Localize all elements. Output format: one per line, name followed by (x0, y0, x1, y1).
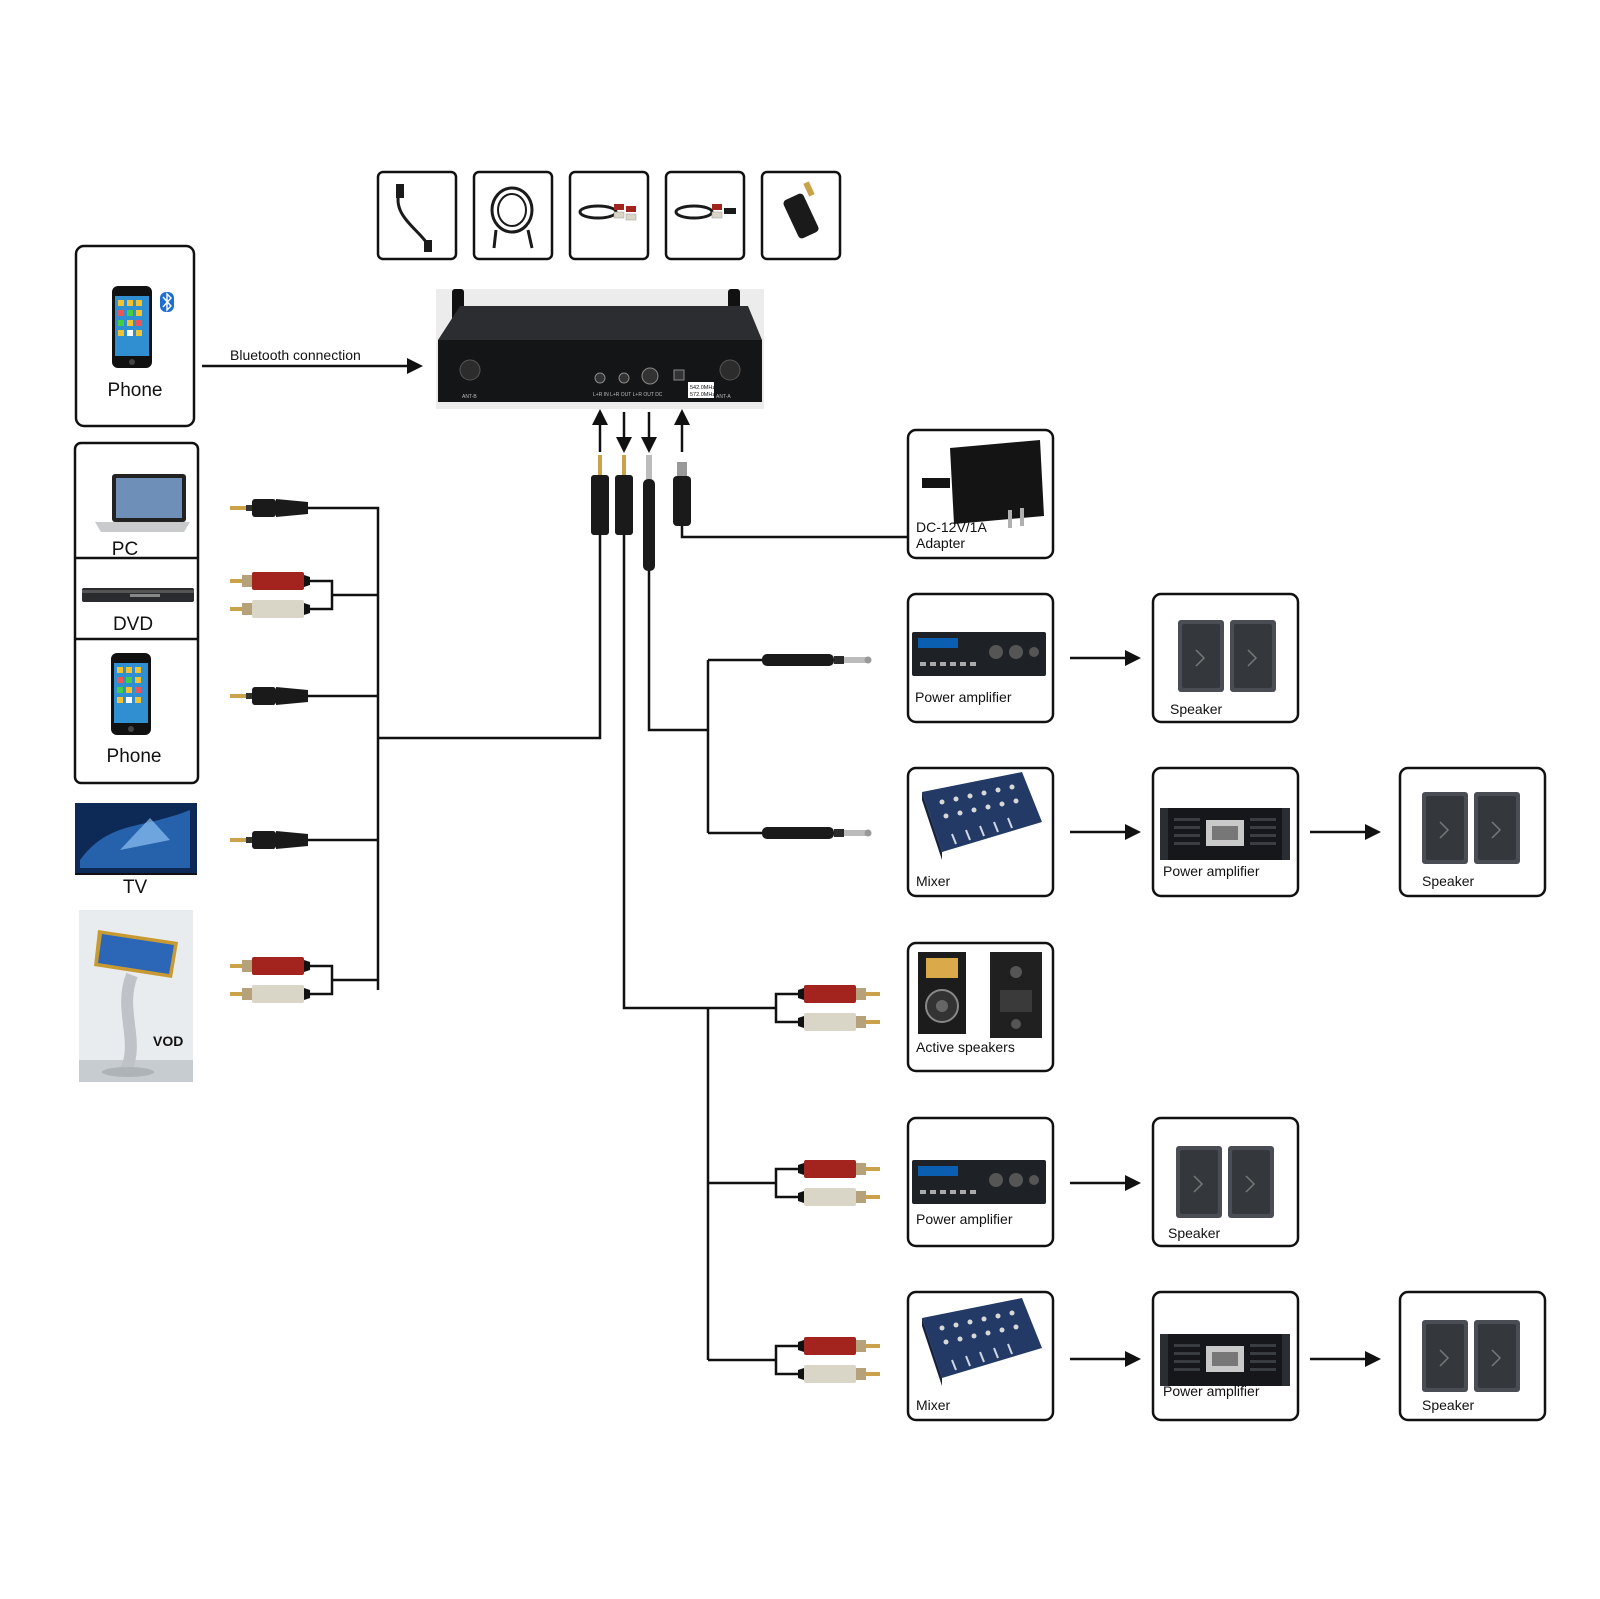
adapter-plug-icon (783, 181, 819, 239)
power-amplifier-icon (1160, 1334, 1290, 1386)
jack-plug-row1 (762, 654, 872, 666)
ant-a-label: ANT-A (716, 394, 731, 400)
row2-speaker-label: Speaker (1422, 873, 1474, 889)
row5-speaker-label: Speaker (1422, 1397, 1474, 1413)
laptop-icon (95, 474, 190, 532)
rca-plugs-row4 (798, 1160, 880, 1206)
coiled-cable-icon (490, 186, 534, 249)
rca-plugs-row5 (798, 1337, 880, 1383)
freq-label-2: 572.0MHz (690, 392, 715, 398)
port-labels: L+R IN L+R OUT L+R OUT DC (593, 392, 663, 398)
cable-thumb-1 (376, 170, 458, 261)
row3-device-label: Active speakers (916, 1039, 1015, 1055)
power-amplifier-icon (912, 632, 1046, 676)
active-speakers-icon (918, 952, 1042, 1038)
row4-device-label: Power amplifier (916, 1211, 1013, 1227)
rca-plugs-dvd (230, 572, 310, 618)
rca-to-mini-cable-icon (674, 204, 736, 220)
bluetooth-phone-card: Phone (74, 244, 196, 428)
adapter-label-1: DC-12V/1A (916, 519, 987, 535)
tv-icon (75, 803, 197, 875)
row2-amp-label: Power amplifier (1163, 863, 1260, 879)
row4-speaker-label: Speaker (1168, 1225, 1220, 1241)
tv-label: TV (123, 877, 148, 898)
rca-plugs-row3 (798, 985, 880, 1031)
power-adapter-icon (922, 440, 1044, 528)
row2-device-label: Mixer (916, 873, 951, 889)
power-amplifier-icon (912, 1160, 1046, 1204)
vod-label: VOD (153, 1033, 183, 1049)
adapter-wire (680, 526, 908, 539)
pc-label: PC (112, 539, 138, 560)
mini-plug-tv (230, 831, 308, 849)
adapter-card: DC-12V/1A Adapter (906, 428, 1055, 560)
ant-b-label: ANT-B (462, 394, 477, 400)
rca-plugs-vod (230, 957, 310, 1003)
row5-amp-label: Power amplifier (1163, 1383, 1260, 1399)
power-amplifier-icon (1160, 808, 1290, 860)
mini-plug-phone (230, 687, 308, 705)
output-wiring (622, 535, 798, 1376)
vod-kiosk-icon (79, 910, 193, 1082)
wireless-receiver: 542.0MHz 572.0MHz L+R IN L+R OUT L+R OUT… (436, 289, 764, 409)
phone-icon (112, 286, 152, 368)
mini-plug-pc (230, 499, 308, 517)
cable-thumbnails (376, 170, 842, 261)
cable-thumb-2 (472, 170, 554, 261)
row1-device-label: Power amplifier (915, 689, 1012, 705)
freq-label-1: 542.0MHz (690, 385, 715, 391)
row5-device-label: Mixer (916, 1397, 951, 1413)
bluetooth-label: Bluetooth connection (230, 347, 361, 363)
receiver-plugs (591, 409, 691, 571)
phone-bt-label: Phone (108, 380, 163, 401)
input-wiring (308, 506, 602, 996)
phone-icon (111, 653, 151, 735)
bluetooth-icon (160, 292, 174, 312)
adapter-label-2: Adapter (916, 535, 965, 551)
dvd-label: DVD (113, 614, 153, 635)
stereo-cable-icon (396, 184, 432, 252)
dvd-player-icon (82, 588, 194, 602)
phone-label: Phone (107, 746, 162, 767)
rca-cable-icon (578, 204, 637, 221)
jack-plug-row2 (762, 827, 872, 839)
row1-speaker-label: Speaker (1170, 701, 1222, 717)
